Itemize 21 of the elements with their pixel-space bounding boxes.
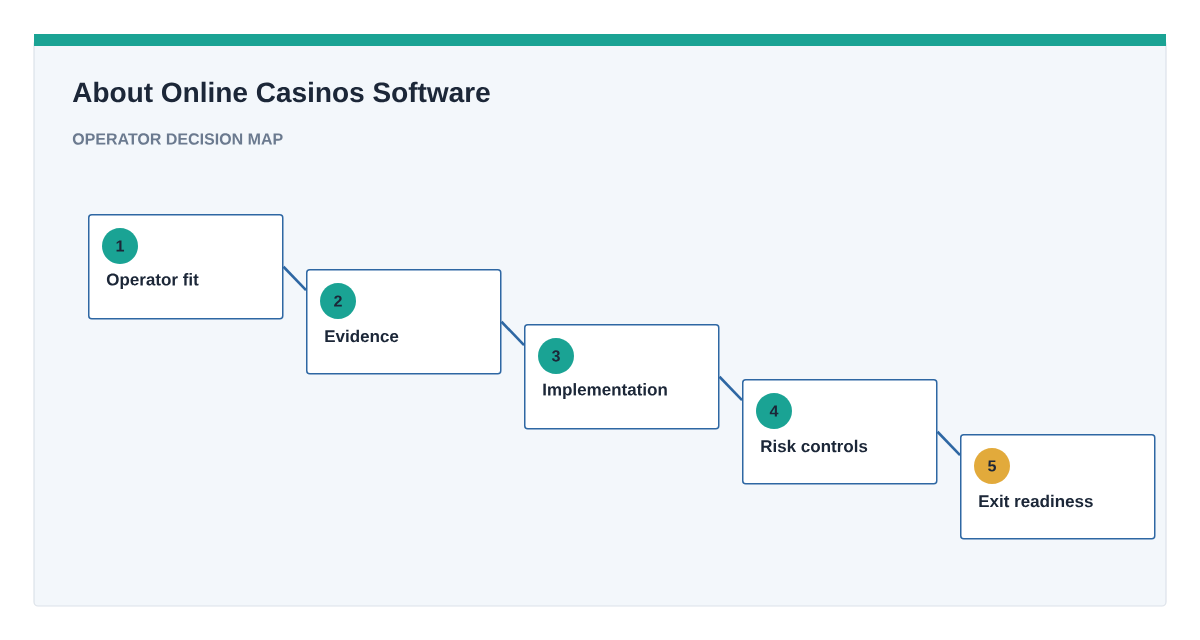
step-label: Implementation <box>543 383 667 399</box>
step-box <box>88 214 284 320</box>
number-badge: 5 <box>974 448 1010 484</box>
subtitle: OPERATOR DECISION MAP <box>72 133 283 145</box>
step-label: Risk controls <box>761 439 868 453</box>
connector-line <box>500 320 525 346</box>
connector-line <box>282 265 307 291</box>
step-box <box>524 324 720 430</box>
step-box <box>742 379 938 485</box>
step-label: Exit readiness <box>979 494 1093 508</box>
number-badge: 3 <box>538 338 574 374</box>
step-box <box>960 434 1156 540</box>
title: About Online Casinos Software <box>72 81 490 103</box>
connector-line <box>718 375 743 401</box>
number-badge: 2 <box>320 283 356 319</box>
step-box <box>306 269 502 375</box>
step-label: Operator fit <box>106 273 199 289</box>
step-label: Evidence <box>325 329 399 343</box>
number-badge: 1 <box>102 228 138 264</box>
number-badge: 4 <box>756 393 792 429</box>
connector-line <box>936 430 961 456</box>
